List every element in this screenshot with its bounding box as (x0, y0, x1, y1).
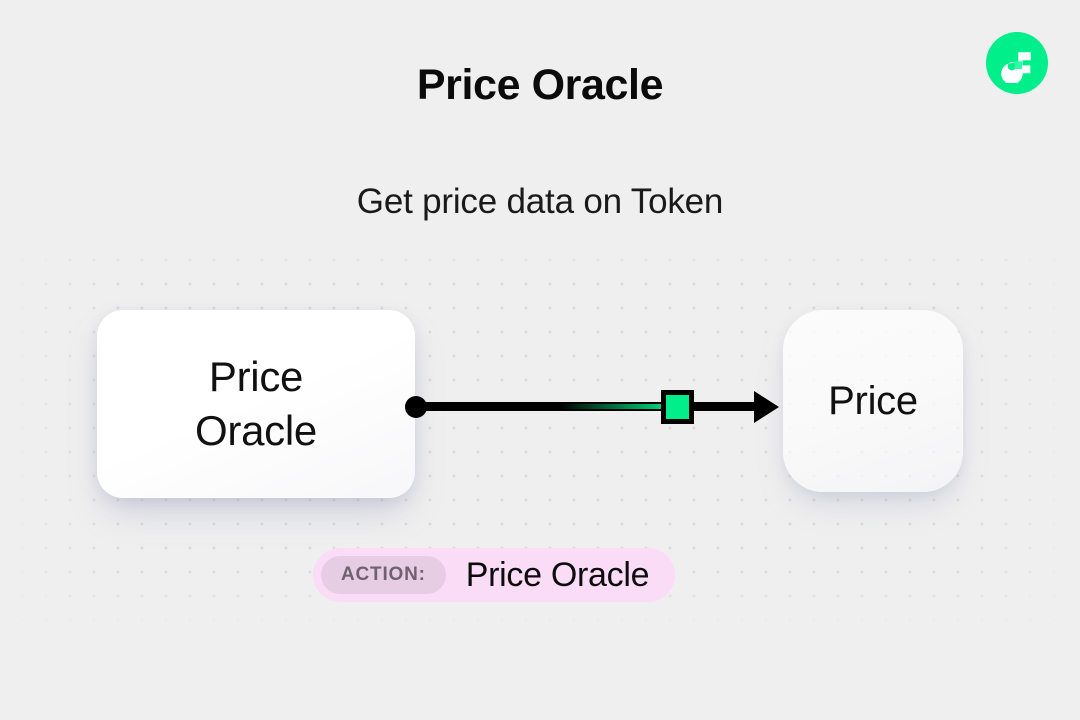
flow-logo-icon (986, 32, 1048, 94)
page-subtitle: Get price data on Token (356, 182, 724, 221)
node-label-price: Price (828, 379, 918, 423)
node-label-line-1: Price (208, 353, 304, 400)
node-label-line-2: Oracle (195, 407, 317, 454)
node-card-price[interactable]: Price (783, 310, 963, 492)
connector-line-accent (560, 404, 670, 409)
node-card-price-oracle[interactable]: Price Oracle (97, 310, 415, 498)
action-badge-prefix: ACTION: (321, 556, 446, 594)
connector-arrow-icon (754, 391, 779, 423)
connector-chip-icon[interactable] (661, 390, 694, 424)
page-title: Price Oracle (416, 61, 664, 109)
connector-line[interactable] (416, 402, 768, 411)
action-badge[interactable]: ACTION: Price Oracle (313, 548, 676, 602)
action-badge-value: Price Oracle (465, 555, 650, 594)
node-label-group: Price Oracle (195, 350, 317, 458)
